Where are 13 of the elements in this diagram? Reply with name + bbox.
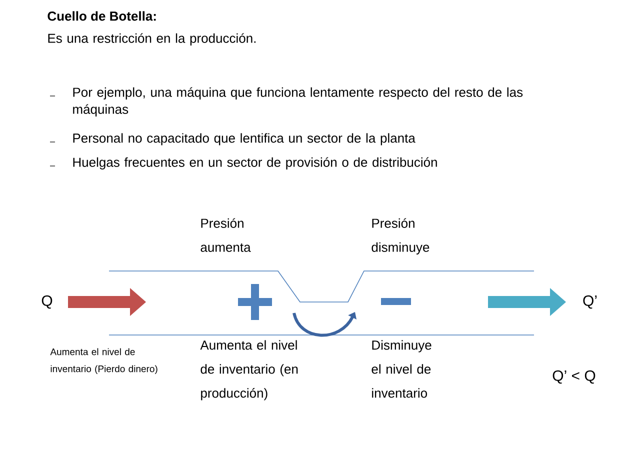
annotation-text: Presión aumenta: [200, 218, 251, 252]
annotation-text: Disminuye el nivel de inventario: [372, 340, 432, 398]
bullet-item: Huelgas frecuentes en un sector de provisión o de distribución: [50, 157, 437, 170]
body-text: Es una restricción en la producción.: [48, 33, 256, 46]
note-text: Aumenta el nivel de inventario (Pierdo dinero): [50, 348, 158, 374]
title: Cuello de Botella:: [48, 11, 156, 21]
flow-label: Q’ < Q: [552, 370, 596, 384]
bullet-item: Por ejemplo, una máquina que funciona lentamente respecto del resto de las máquinas: [50, 87, 523, 116]
bullet-item: Personal no capacitado que lentifica un sector de la planta: [50, 133, 416, 146]
annotation-text: Presión disminuye: [372, 218, 430, 254]
flow-label: Q’: [583, 295, 597, 309]
annotation-text: Aumenta el nivel de inventario (en producción): [200, 340, 298, 400]
flow-label: Q: [42, 295, 52, 309]
